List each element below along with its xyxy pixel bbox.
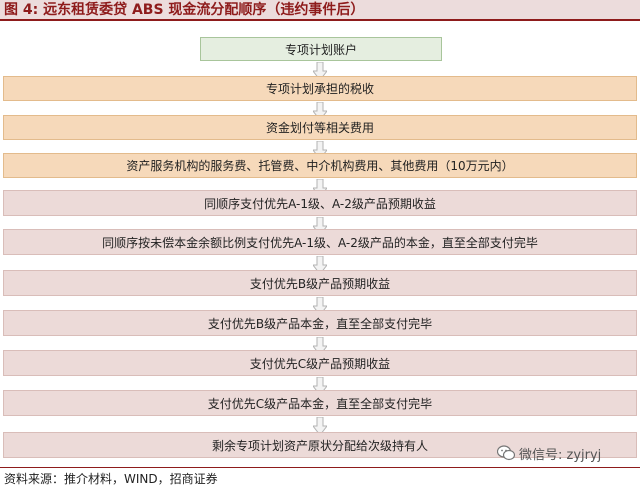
step-b-interest-box: 支付优先B级产品预期收益: [3, 270, 637, 296]
step-service-fees-box: 资产服务机构的服务费、托管费、中介机构费用、其他费用（10万元内）: [3, 153, 637, 178]
watermark-text: 微信号: zyjryj: [519, 447, 602, 463]
step-a-principal-box: 同顺序按未偿本金余额比例支付优先A-1级、A-2级产品的本金，直至全部支付完毕: [3, 229, 637, 255]
flow-arrow: [313, 62, 327, 80]
step-a-interest-box: 同顺序支付优先A-1级、A-2级产品预期收益: [3, 190, 637, 216]
step-transfer-fees-box: 资金划付等相关费用: [3, 115, 637, 140]
step-b-principal-box: 支付优先B级产品本金，直至全部支付完毕: [3, 310, 637, 336]
wechat-watermark: 微信号: zyjryj: [497, 442, 601, 464]
flow-arrow: [313, 256, 327, 274]
step-residual-box: 剩余专项计划资产原状分配给次级持有人: [3, 432, 637, 458]
flow-arrow: [313, 417, 327, 435]
wechat-icon: [497, 445, 515, 461]
step-c-principal-box: 支付优先C级产品本金，直至全部支付完毕: [3, 390, 637, 416]
figure-title: 图 4: 远东租赁委贷 ABS 现金流分配顺序（违约事件后）: [0, 0, 640, 21]
step-tax-box: 专项计划承担的税收: [3, 76, 637, 101]
step-c-interest-box: 支付优先C级产品预期收益: [3, 350, 637, 376]
special-plan-account-box: 专项计划账户: [200, 37, 442, 61]
figure-source: 资料来源：推介材料，WIND，招商证券: [0, 467, 640, 490]
